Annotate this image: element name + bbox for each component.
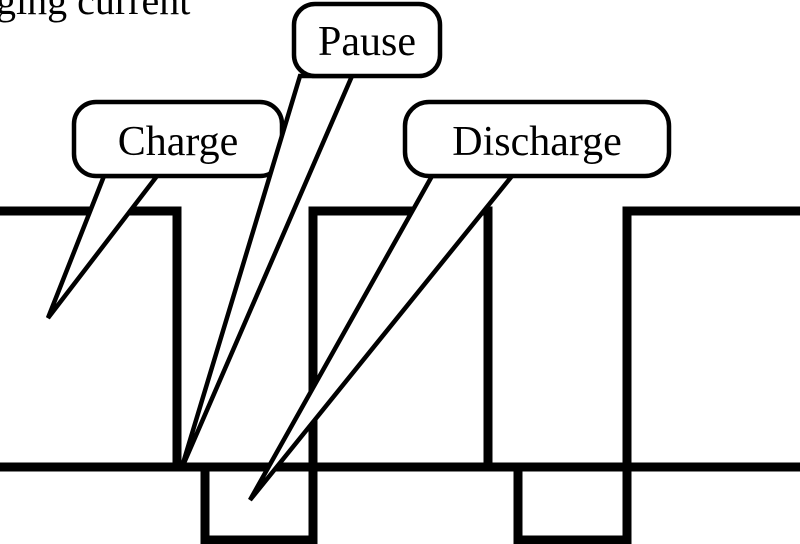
pause-callout-label: Pause — [318, 19, 416, 65]
charge-callout-tail — [45, 173, 162, 320]
discharge-callout-balloon — [402, 99, 672, 179]
charge-pulse-3 — [622, 206, 800, 467]
discharge-callout-label: Discharge — [452, 119, 622, 165]
annotation-pause[interactable]: Pause — [178, 1, 443, 471]
charge-callout-label: Charge — [118, 119, 239, 165]
figure-title-clipped: ging current — [0, 0, 190, 23]
waveform-trace — [0, 206, 800, 544]
annotation-discharge[interactable]: Discharge — [248, 99, 672, 502]
discharge-pulse-2 — [513, 463, 632, 544]
charge-pulse-1 — [0, 206, 182, 467]
pause-callout-balloon — [291, 1, 443, 79]
charge-pulse-2 — [308, 206, 493, 467]
annotation-charge[interactable]: Charge — [45, 99, 285, 320]
discharge-pulse-1 — [200, 463, 318, 544]
